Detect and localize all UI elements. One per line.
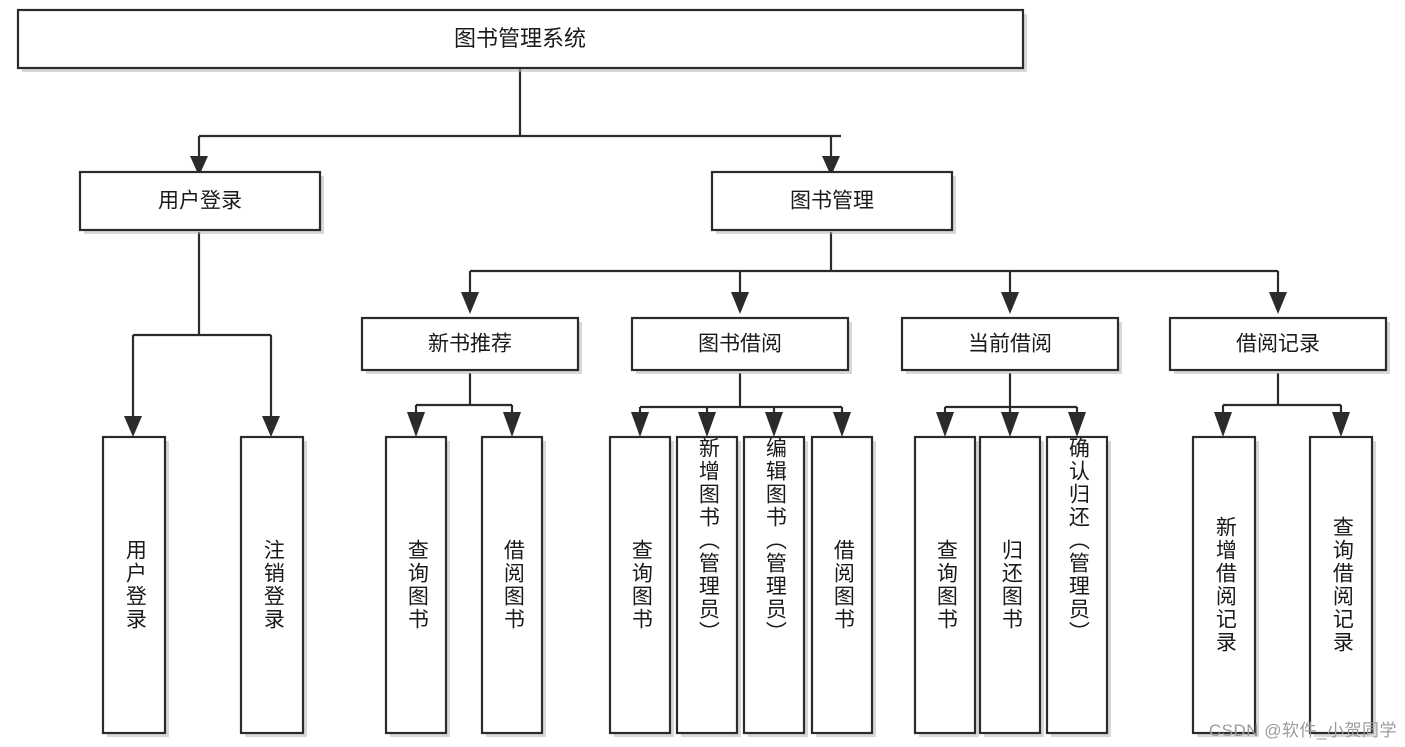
arrowhead-leaf-bookborrow-2	[698, 412, 716, 437]
node-root-box[interactable]	[16, 8, 1025, 70]
node-borrow-record-box[interactable]	[1168, 316, 1388, 372]
node-current-borrow-label: 当前借阅	[968, 333, 1052, 356]
node-new-book-recommend-box[interactable]	[360, 316, 580, 372]
arrowhead-leaf-bookborrow-4	[833, 412, 851, 437]
node-book-borrow-box[interactable]	[630, 316, 850, 372]
arrowhead-userlogin	[190, 156, 208, 176]
node-user-login-box[interactable]	[78, 170, 322, 232]
arrowhead-book-borrow	[731, 292, 749, 314]
arrowhead-leaf-user-login-2	[262, 416, 280, 437]
leaf-box-borrow-book-borrow[interactable]	[810, 435, 874, 735]
arrowhead-leaf-newbook-1	[407, 412, 425, 437]
leaf-box-query-borrow-record[interactable]	[1308, 435, 1374, 735]
arrowhead-leaf-borrowrecord-1	[1214, 412, 1232, 437]
node-book-management[interactable]: 图书管理	[710, 170, 956, 234]
node-root-label: 图书管理系统	[454, 26, 586, 51]
connector-group-current-borrow	[936, 373, 1086, 437]
leaf-box-add-book-admin[interactable]	[675, 435, 739, 735]
arrowhead-leaf-currentborrow-1	[936, 412, 954, 437]
connector-group-root	[190, 68, 841, 176]
connector-group-book-borrow	[631, 373, 851, 437]
leaf-box-logout[interactable]	[239, 435, 305, 735]
arrowhead-leaf-currentborrow-3	[1068, 412, 1086, 437]
node-book-management-box[interactable]	[710, 170, 954, 232]
arrowhead-leaf-borrowrecord-2	[1332, 412, 1350, 437]
leaf-box-edit-book-admin[interactable]	[742, 435, 806, 735]
node-current-borrow-box[interactable]	[900, 316, 1120, 372]
arrowhead-leaf-currentborrow-2	[1001, 412, 1019, 437]
arrowhead-leaf-bookborrow-1	[631, 412, 649, 437]
arrowhead-borrow-record	[1269, 292, 1287, 314]
node-root[interactable]: 图书管理系统	[16, 8, 1027, 72]
connector-group-borrow-record	[1214, 373, 1350, 437]
node-new-book-recommend[interactable]: 新书推荐	[360, 316, 582, 374]
connector-group-new-book-recommend	[407, 373, 521, 437]
arrowhead-bookmgmt	[822, 156, 840, 176]
leaf-box-query-book-recommend[interactable]	[384, 435, 448, 735]
arrowhead-current-borrow	[1001, 292, 1019, 314]
leaf-box-user-login[interactable]	[101, 435, 167, 735]
node-new-book-recommend-label: 新书推荐	[428, 333, 512, 356]
leaf-box-query-book-current[interactable]	[913, 435, 977, 735]
leaf-box-add-borrow-record[interactable]	[1191, 435, 1257, 735]
leaf-box-query-book-borrow[interactable]	[608, 435, 672, 735]
node-current-borrow[interactable]: 当前借阅	[900, 316, 1122, 374]
node-user-login-label: 用户登录	[158, 190, 242, 213]
leaf-box-return-book[interactable]	[978, 435, 1042, 735]
connector-group-bookmgmt	[461, 232, 1287, 314]
leaf-box-borrow-book-recommend[interactable]	[480, 435, 544, 735]
leaf-box-confirm-return-admin[interactable]	[1045, 435, 1109, 735]
node-user-login[interactable]: 用户登录	[78, 170, 324, 234]
arrowhead-leaf-newbook-2	[503, 412, 521, 437]
arrowhead-leaf-user-login-1	[124, 416, 142, 437]
node-borrow-record-label: 借阅记录	[1236, 333, 1320, 356]
node-book-borrow[interactable]: 图书借阅	[630, 316, 852, 374]
arrowhead-new-book-recommend	[461, 292, 479, 314]
arrowhead-leaf-bookborrow-3	[765, 412, 783, 437]
connector-group-userlogin	[124, 232, 280, 437]
node-book-borrow-label: 图书借阅	[698, 333, 782, 356]
watermark: CSDN @软件_小贺同学	[1208, 721, 1397, 740]
node-borrow-record[interactable]: 借阅记录	[1168, 316, 1390, 374]
node-book-management-label: 图书管理	[790, 190, 874, 213]
leaf-boxes	[101, 435, 1376, 737]
